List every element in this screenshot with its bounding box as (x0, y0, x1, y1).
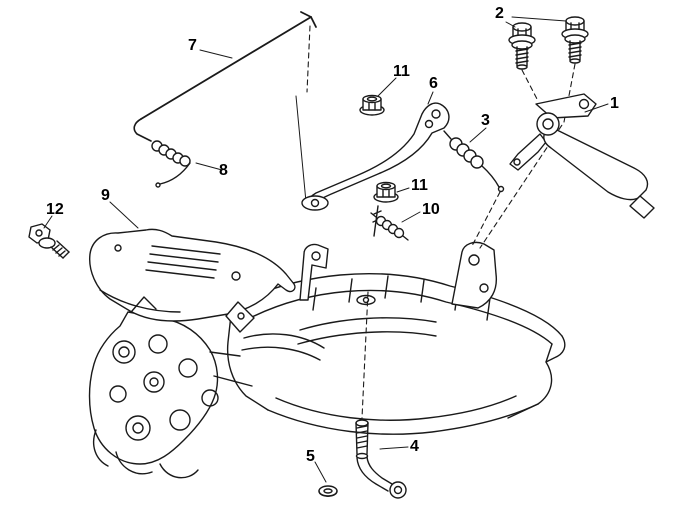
callout-11-lower: 11 (411, 177, 428, 194)
part-8-spring (151, 140, 191, 188)
part-12-bolt (28, 223, 70, 259)
part-1-lever-assembly (509, 93, 655, 219)
callout-5: 5 (306, 448, 315, 465)
engine-manifold-assembly (88, 205, 566, 479)
part-4-bolt-link (355, 419, 407, 499)
callout-3: 3 (481, 112, 490, 129)
callout-2: 2 (495, 5, 504, 22)
callout-1: 1 (610, 95, 619, 112)
part-2-bolts (508, 16, 589, 70)
part-11-nut-upper (359, 94, 385, 116)
part-9-heat-shield (89, 228, 296, 333)
callout-8: 8 (219, 162, 228, 179)
callout-11-upper: 11 (393, 63, 410, 80)
part-6-bracket (301, 102, 450, 211)
part-11-nut-lower (373, 181, 399, 203)
callout-9: 9 (101, 187, 110, 204)
callout-leader-lines (43, 16, 609, 483)
callout-10: 10 (422, 201, 440, 218)
alignment-dashed-lines (306, 25, 576, 419)
part-3-spring (443, 130, 505, 193)
callout-12: 12 (46, 201, 64, 218)
callout-4: 4 (410, 438, 419, 455)
callout-6: 6 (429, 75, 438, 92)
part-10-spring (370, 212, 409, 241)
part-5-nut (318, 485, 338, 497)
part-7-rod (133, 11, 317, 203)
callout-7: 7 (188, 37, 197, 54)
